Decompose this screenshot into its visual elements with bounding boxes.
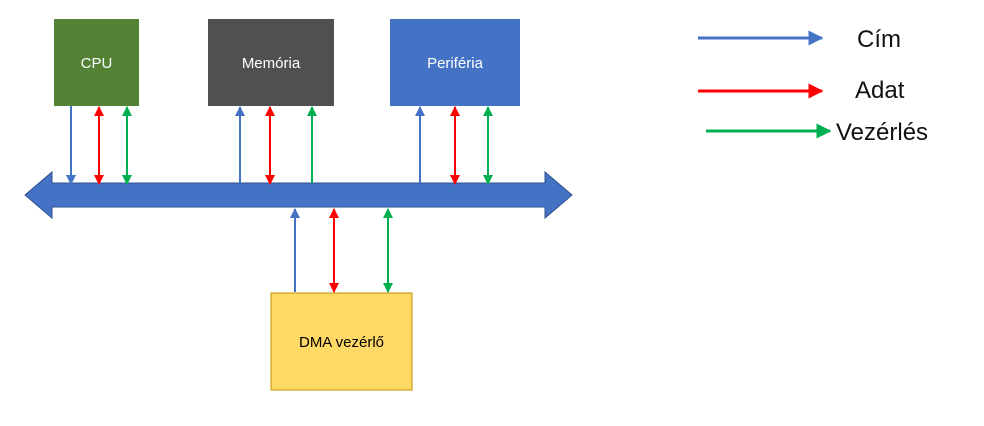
system-bus (24, 170, 573, 220)
legend-address-label: Cím (857, 26, 901, 53)
cpu-label: CPU (81, 55, 113, 72)
dma-box (270, 292, 413, 391)
memory-box (208, 19, 334, 106)
legend-control-label: Vezérlés (836, 119, 928, 146)
peripheral-box (390, 19, 520, 106)
legend-data-label: Adat (855, 77, 905, 104)
legend: Cím Adat Vezérlés (698, 26, 928, 146)
dma-label: DMA vezérlő (299, 334, 384, 351)
peripheral-label: Periféria (427, 55, 484, 72)
memory-label: Memória (242, 55, 301, 72)
cpu-box (54, 19, 139, 106)
